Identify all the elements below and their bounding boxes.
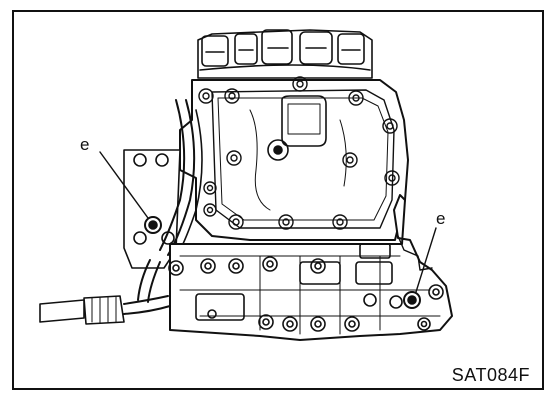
plate-bolts — [198, 76, 400, 230]
callout-label-right: e — [436, 209, 446, 228]
harness-connector — [39, 295, 217, 325]
top-solenoid-cluster — [197, 29, 373, 79]
left-side-section — [123, 99, 203, 303]
main-plate — [179, 79, 409, 241]
figure-reference-code: SAT084F — [451, 365, 530, 385]
lower-valve-body — [168, 194, 453, 341]
right-callout-bolt — [403, 227, 437, 309]
figure-border — [12, 10, 544, 390]
callout-label-left: e — [80, 135, 90, 154]
left-callout-bolt — [99, 151, 162, 234]
right-side-section — [359, 235, 433, 309]
